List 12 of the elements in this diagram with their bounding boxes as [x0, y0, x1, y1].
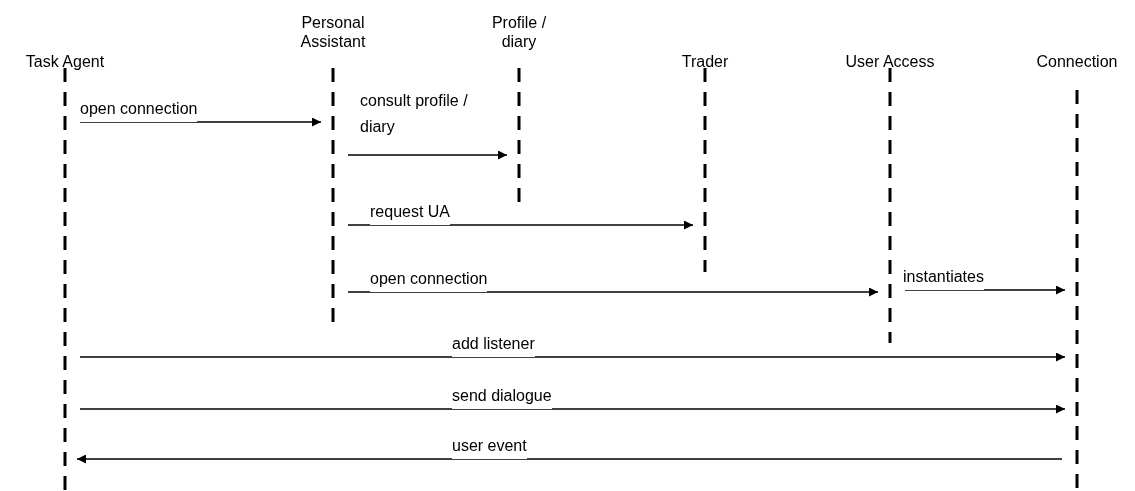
- message-arrow: [347, 220, 694, 230]
- lifeline-label: Personal Assistant: [299, 13, 367, 51]
- message-arrow: [79, 404, 1066, 414]
- message-arrow: [347, 287, 879, 297]
- lifeline-label: Profile / diary: [490, 13, 548, 51]
- message-arrow: [76, 454, 1063, 464]
- message-arrow: [79, 352, 1066, 362]
- lifeline-label: User Access: [844, 52, 936, 71]
- lifeline-label: Trader: [680, 52, 730, 71]
- lifeline-label: Connection: [1035, 52, 1119, 71]
- message-arrow: [347, 150, 508, 160]
- lifeline-label: Task Agent: [24, 52, 106, 71]
